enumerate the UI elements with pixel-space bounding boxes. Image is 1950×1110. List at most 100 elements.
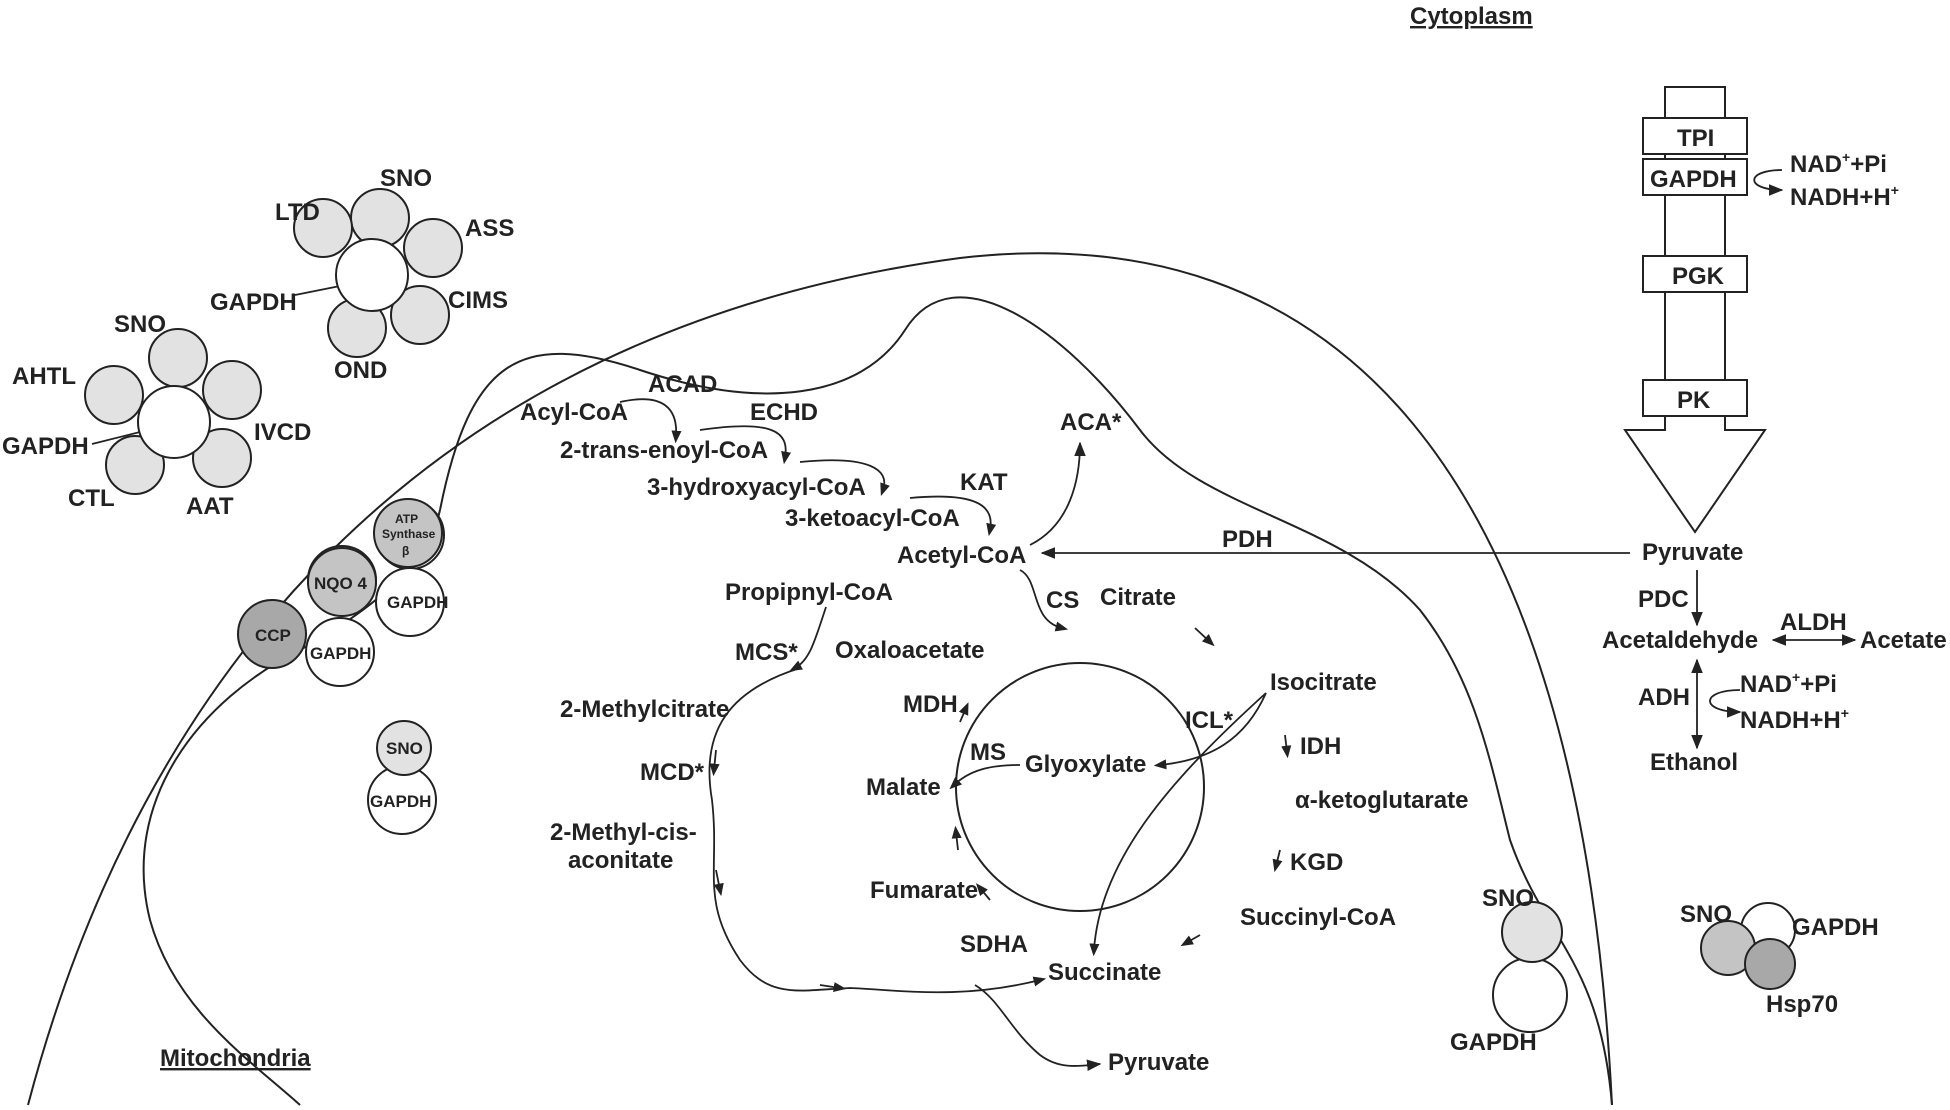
sdha-tick [975, 883, 991, 901]
mcd-label: MCD* [640, 759, 705, 786]
sno-label: SNO [386, 739, 423, 758]
pk-box [1642, 379, 1748, 417]
pk-label: PK [1677, 387, 1711, 414]
ivcd-circle [202, 360, 262, 420]
mdh-label: MDH [903, 691, 958, 718]
aca-label: ACA* [1060, 409, 1122, 436]
acyl-coa-label: Acyl-CoA [520, 399, 628, 426]
cofactor-in: NAD++Pi [1740, 669, 1837, 698]
cyto-complex-2: SNO GAPDH Hsp70 [1680, 901, 1879, 1018]
kgd-tick [1272, 849, 1283, 873]
hydroxyacyl-arrow [799, 459, 890, 496]
acetate-label: Acetate [1860, 627, 1947, 654]
acetaldehyde-label: Acetaldehyde [1602, 627, 1758, 654]
akg-label: α-ketoglutarate [1295, 787, 1468, 814]
glycolysis-column: TPI GAPDH PGK PK NAD++Pi NADH+H+ [1623, 86, 1899, 534]
icl-succinate-arrow [1089, 692, 1267, 957]
icl-arrow [1153, 692, 1267, 770]
ltd-circle [293, 198, 353, 258]
gapdh-label: GAPDH [370, 792, 431, 811]
hydroxyacyl-label: 3-hydroxyacyl-CoA [647, 474, 866, 501]
ivcd-label: IVCD [254, 419, 311, 446]
gapdh-circle-top [375, 567, 445, 637]
echd-arrow [699, 425, 792, 465]
pgk-box [1642, 255, 1748, 293]
succinyl-tick [1180, 934, 1201, 947]
aldh-label: ALDH [1780, 609, 1847, 636]
cytoplasm-label: Cytoplasm [1410, 3, 1533, 30]
kat-label: KAT [960, 469, 1008, 496]
pdh-label: PDH [1222, 526, 1273, 553]
cofactor-arrow [1709, 689, 1742, 718]
ahtl-circle [84, 365, 144, 425]
aconitate-tick [713, 869, 724, 897]
enoyl-label: 2-trans-enoyl-CoA [560, 437, 768, 464]
ltd-label: LTD [275, 199, 320, 226]
loop-tick [819, 982, 847, 993]
sno-label: SNO [380, 165, 432, 192]
cims-label: CIMS [448, 287, 508, 314]
pyruvate-label: Pyruvate [1108, 1049, 1209, 1076]
citrate-label: Citrate [1100, 584, 1176, 611]
ccp-circle [237, 599, 307, 669]
icl-label: ICL* [1185, 707, 1234, 734]
ms-arrow [949, 764, 1021, 790]
sno-circle [350, 188, 410, 248]
gapdh-label: GAPDH [1450, 1029, 1537, 1056]
malate-label: Malate [866, 774, 941, 801]
methylcitrate-cycle: Propipnyl-CoA MCS* 2-Methylcitrate MCD* … [550, 579, 1209, 1076]
methylcitrate-loop [708, 667, 1047, 994]
sno-label: SNO [1482, 885, 1534, 912]
pdc-label: PDC [1638, 586, 1689, 613]
cofactor-arrow [1753, 169, 1784, 196]
ctl-label: CTL [68, 485, 115, 512]
echd-label: ECHD [750, 399, 818, 426]
acad-arrow [619, 398, 682, 444]
ethanol-label: Ethanol [1650, 749, 1738, 776]
ccp-label: CCP [255, 626, 291, 645]
aat-label: AAT [186, 493, 234, 520]
atp-synthase-circle [373, 498, 443, 568]
mdh-tick [958, 702, 969, 723]
sno-circle [1501, 901, 1563, 963]
sno-label: SNO [1680, 901, 1732, 928]
gapdh-label: GAPDH [1650, 166, 1737, 193]
gapdh-label-b: GAPDH [310, 644, 371, 663]
atp-line2: Synthase [382, 527, 436, 541]
ond-label: OND [334, 357, 387, 384]
sno-circle [376, 720, 432, 776]
pyruvate-label: Pyruvate [1642, 539, 1743, 566]
succinate-label: Succinate [1048, 959, 1161, 986]
cs-label: CS [1046, 587, 1079, 614]
nqo4-circle-front [307, 547, 377, 617]
mcd-tick [709, 749, 720, 777]
atp-line3: β [402, 544, 409, 558]
aca-arrow [1029, 441, 1086, 546]
kgd-label: KGD [1290, 849, 1343, 876]
ctl-circle [105, 435, 165, 495]
center-circle [137, 385, 211, 459]
tpi-box [1642, 117, 1748, 155]
ahtl-label: AHTL [12, 363, 76, 390]
pgk-label: PGK [1672, 263, 1725, 290]
cofactor-out: NADH+H+ [1790, 182, 1899, 211]
inner-membrane [439, 296, 1613, 1106]
gapdh-label: GAPDH [2, 433, 89, 460]
succinyl-coa-label: Succinyl-CoA [1240, 904, 1396, 931]
idh-tick [1281, 734, 1292, 759]
acad-label: ACAD [648, 371, 717, 398]
ass-label: ASS [465, 215, 514, 242]
complex-left: SNO IVCD AAT CTL GAPDH AHTL [2, 311, 311, 520]
pyruvate-arrow [974, 984, 1102, 1072]
idh-label: IDH [1300, 733, 1341, 760]
center-circle [335, 238, 409, 312]
gapdh-label-a: GAPDH [387, 593, 448, 612]
tpi-label: TPI [1677, 125, 1714, 152]
cofactor-in: NAD++Pi [1790, 149, 1887, 178]
gapdh-box [1642, 158, 1748, 196]
connector-line [294, 285, 341, 296]
matrix-complex: SNO GAPDH [367, 720, 437, 835]
acetyl-coa-label: Acetyl-CoA [897, 542, 1026, 569]
